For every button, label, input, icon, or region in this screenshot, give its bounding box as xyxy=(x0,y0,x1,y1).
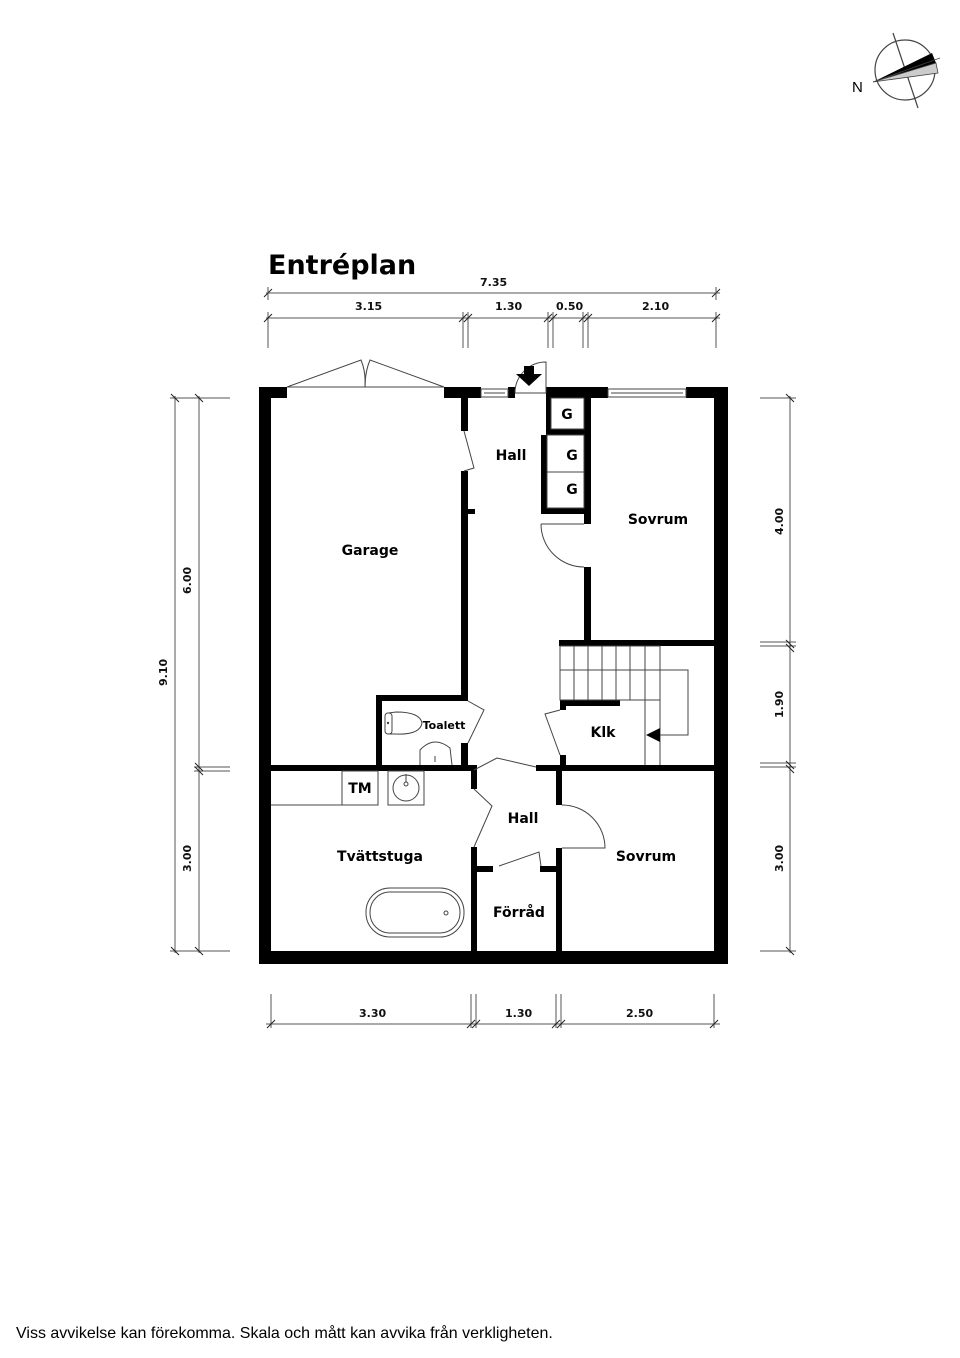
dim-top-2: 1.30 xyxy=(495,300,522,313)
compass-icon: N xyxy=(852,32,941,109)
plan-title: Entréplan xyxy=(268,250,416,281)
dim-left-1: 6.00 xyxy=(181,567,194,594)
dim-top-1: 3.15 xyxy=(355,300,382,313)
left-dimensions: 9.10 6.00 3.00 xyxy=(157,393,230,956)
dim-left-2: 3.00 xyxy=(181,845,194,872)
toilet-fixtures xyxy=(384,711,453,766)
room-garage: Garage xyxy=(342,543,399,559)
disclaimer-text: Viss avvikelse kan förekomma. Skala och … xyxy=(16,1325,553,1342)
dim-bottom-2: 1.30 xyxy=(505,1007,532,1020)
room-tm: TM xyxy=(348,781,371,797)
room-sovrum-upper: Sovrum xyxy=(628,512,688,528)
wardrobe-label-2: G xyxy=(566,448,578,464)
stair-arrow-icon xyxy=(646,728,660,742)
staircase xyxy=(559,645,689,765)
room-klk: Klk xyxy=(591,725,617,741)
walls xyxy=(259,387,728,964)
dim-right-1: 4.00 xyxy=(773,508,786,535)
dim-top-total: 7.35 xyxy=(480,276,507,289)
room-toalett: Toalett xyxy=(423,719,466,732)
bottom-dimensions: 3.30 1.30 2.50 xyxy=(266,994,720,1029)
room-labels: Garage Hall Sovrum Toalett Klk TM Hall T… xyxy=(337,448,688,921)
wardrobe-label-3: G xyxy=(566,482,578,498)
room-hall-lower: Hall xyxy=(508,811,539,827)
dim-right-3: 3.00 xyxy=(773,845,786,872)
dim-bottom-1: 3.30 xyxy=(359,1007,386,1020)
wardrobes: G G G xyxy=(546,397,585,509)
room-hall-upper: Hall xyxy=(496,448,527,464)
top-dimensions: 7.35 3.15 1.30 0.50 2.10 xyxy=(263,276,721,348)
dim-top-3: 0.50 xyxy=(556,300,583,313)
room-sovrum-lower: Sovrum xyxy=(616,849,676,865)
dim-top-4: 2.10 xyxy=(642,300,669,313)
windows xyxy=(480,388,687,398)
compass-north-label: N xyxy=(852,79,863,96)
right-dimensions: 4.00 1.90 3.00 xyxy=(760,393,796,956)
dim-left-total: 9.10 xyxy=(157,659,170,686)
entrance-arrow-icon xyxy=(516,366,542,386)
room-forrad: Förråd xyxy=(493,904,545,921)
wardrobe-label-1: G xyxy=(561,407,573,423)
room-tvattstuga: Tvättstuga xyxy=(337,849,423,865)
laundry-fixtures xyxy=(271,770,465,938)
doors xyxy=(286,359,606,867)
dim-bottom-3: 2.50 xyxy=(626,1007,653,1020)
dim-right-2: 1.90 xyxy=(773,691,786,718)
